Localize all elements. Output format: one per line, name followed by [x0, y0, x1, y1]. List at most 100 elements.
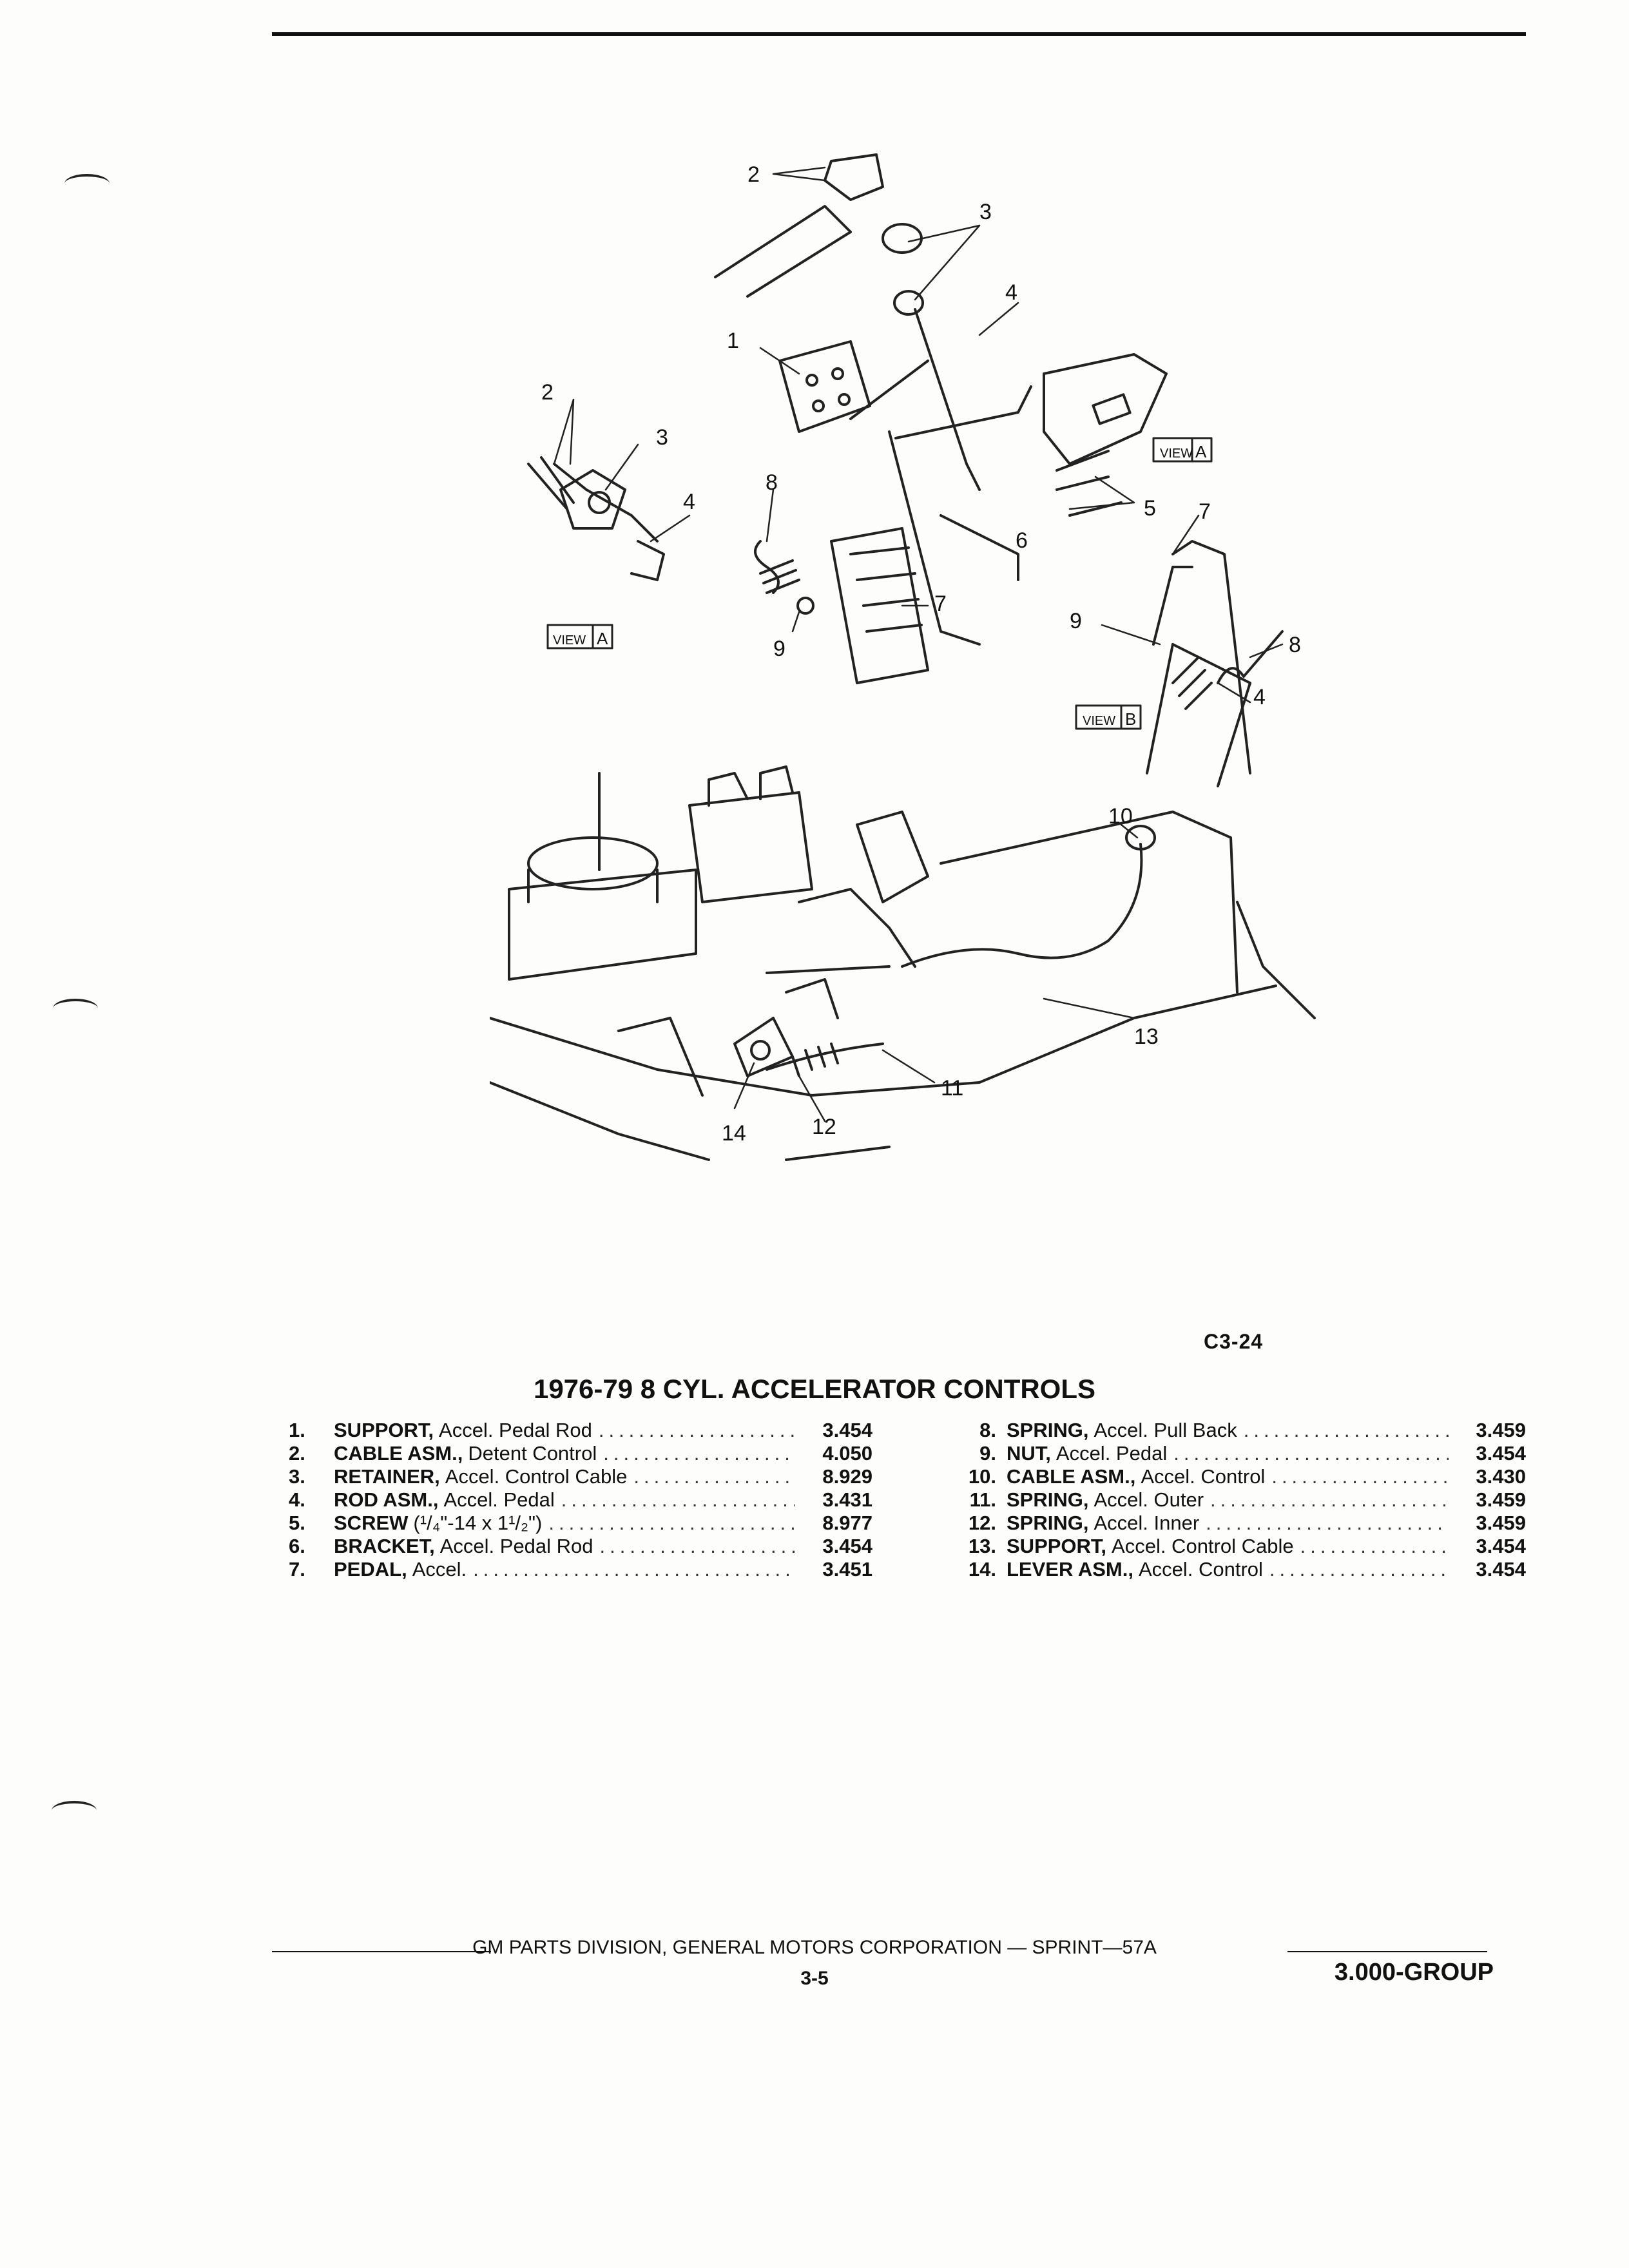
part-row: 9.NUT,Accel. Pedal3.454 — [946, 1442, 1526, 1465]
callout-1: 1 — [727, 329, 739, 353]
group-code: 3.454 — [822, 1419, 872, 1441]
part-name: SPRING, — [1007, 1488, 1089, 1511]
part-number: 2. — [289, 1442, 305, 1465]
leader-dots — [1244, 1419, 1449, 1442]
group-code: 3.431 — [822, 1488, 872, 1511]
callout-4: 4 — [1005, 280, 1017, 305]
view-letter-a: A — [597, 629, 608, 648]
part-row: 1.SUPPORT,Accel. Pedal Rod3.454 — [289, 1419, 872, 1442]
footer-rule-left — [272, 1951, 491, 1952]
callout-3: 3 — [979, 200, 992, 224]
leader-dots — [561, 1488, 795, 1512]
top-rule — [272, 32, 1526, 36]
group-code: 3.459 — [1476, 1512, 1526, 1534]
part-description: Accel. Pedal — [1055, 1442, 1168, 1465]
pedal-rod-assembly — [714, 153, 1032, 646]
callout-8: 8 — [1289, 633, 1301, 657]
part-name: LEVER ASM., — [1007, 1558, 1133, 1581]
parts-list-right: 8.SPRING,Accel. Pull Back3.459 9.NUT,Acc… — [946, 1419, 1526, 1581]
callout-10: 10 — [1108, 804, 1133, 829]
leader-dots — [600, 1535, 795, 1558]
part-row: 6. BRACKET,Accel. Pedal Rod 3.454 — [289, 1535, 872, 1558]
leader-dots — [633, 1465, 795, 1488]
binder-hole-mark — [53, 999, 98, 1018]
group-code: 8.977 — [822, 1512, 872, 1534]
callout-3: 3 — [656, 425, 668, 450]
leader-dots — [1300, 1535, 1449, 1558]
callout-4: 4 — [1253, 685, 1266, 709]
part-description: Accel. Inner — [1094, 1512, 1200, 1534]
callout-7: 7 — [1199, 499, 1211, 524]
part-description: Accel. Control — [1138, 1558, 1263, 1581]
group-code: 3.454 — [1476, 1535, 1526, 1557]
group-label: 3.000-GROUP — [1334, 1959, 1494, 1986]
part-number: 1. — [289, 1419, 305, 1441]
binder-hole-mark — [52, 1801, 97, 1820]
part-description: Accel. Pedal Rod — [439, 1535, 593, 1557]
part-number: 12. — [968, 1512, 996, 1534]
part-number: 11. — [969, 1488, 996, 1511]
view-text: VIEW — [1160, 447, 1193, 461]
part-number: 6. — [289, 1535, 305, 1557]
part-name: CABLE ASM., — [1007, 1465, 1136, 1488]
view-letter-b: B — [1125, 709, 1136, 729]
leader-dots — [473, 1558, 795, 1581]
part-description: Accel. Control Cable — [1112, 1535, 1294, 1557]
group-code: 3.454 — [822, 1535, 872, 1557]
part-name: SUPPORT, — [1007, 1535, 1107, 1557]
part-row: 3.RETAINER,Accel. Control Cable8.929 — [289, 1465, 872, 1488]
part-row: 2.CABLE ASM.,Detent Control4.050 — [289, 1442, 872, 1465]
part-row: 8.SPRING,Accel. Pull Back3.459 — [946, 1419, 1526, 1442]
part-number: 9. — [979, 1442, 996, 1465]
part-name: SCREW — [334, 1512, 409, 1534]
callout-12: 12 — [812, 1115, 836, 1139]
part-description: Detent Control — [468, 1442, 597, 1465]
part-row: 11.SPRING,Accel. Outer3.459 — [946, 1488, 1526, 1512]
leader-dots — [1271, 1465, 1449, 1488]
view-a-left-detail — [527, 456, 665, 581]
view-label-a-left — [546, 624, 613, 649]
part-number: 10. — [968, 1465, 996, 1488]
engine-carburetor-assembly — [488, 765, 1316, 1161]
part-row: 13.SUPPORT,Accel. Control Cable3.454 — [946, 1535, 1526, 1558]
group-code: 3.451 — [822, 1558, 872, 1581]
callout-11: 11 — [941, 1076, 963, 1100]
group-code: 4.050 — [822, 1442, 872, 1465]
part-row: 14. LEVER ASM.,Accel. Control 3.454 — [946, 1558, 1526, 1581]
part-name: SPRING, — [1007, 1419, 1089, 1441]
pedal-rod-bracket — [1043, 353, 1168, 517]
part-name: PEDAL, — [334, 1558, 407, 1581]
parts-list-left: 1.SUPPORT,Accel. Pedal Rod3.454 2.CABLE … — [289, 1419, 872, 1581]
leader-dots — [603, 1442, 795, 1465]
group-code: 8.929 — [822, 1465, 872, 1488]
binder-hole-mark — [64, 174, 110, 193]
callout-13: 13 — [1134, 1024, 1159, 1049]
page-number: 3-5 — [800, 1968, 829, 1989]
group-code: 3.454 — [1476, 1442, 1526, 1465]
part-number: 8. — [979, 1419, 996, 1441]
callout-14: 14 — [722, 1121, 746, 1146]
figure-code: C3-24 — [1204, 1330, 1264, 1353]
view-text: VIEW — [1083, 714, 1115, 728]
part-description: Accel. Pedal Rod — [439, 1419, 592, 1441]
part-row: 5.SCREW(¹/₄"-14 x 1¹/₂")8.977 — [289, 1512, 872, 1535]
pedal-rod-support — [778, 340, 871, 433]
footer-rule-right — [1287, 1951, 1487, 1952]
leader-dots — [599, 1419, 795, 1442]
accel-springs-and-lever — [733, 978, 884, 1077]
callout-5: 5 — [1144, 496, 1156, 521]
part-number: 3. — [289, 1465, 305, 1488]
part-description: Accel. Control — [1141, 1465, 1266, 1488]
exploded-parts-diagram: 2 3 4 1 2 3 4 8 7 9 5 6 7 9 8 4 10 13 11… — [488, 129, 1431, 1211]
part-description: Accel. Outer — [1094, 1488, 1204, 1511]
accel-pedal — [754, 527, 929, 684]
part-name: BRACKET, — [334, 1535, 435, 1557]
callout-7: 7 — [934, 591, 947, 616]
part-number: 14. — [968, 1558, 996, 1581]
part-name: RETAINER, — [334, 1465, 440, 1488]
group-code: 3.454 — [1476, 1558, 1526, 1581]
leader-dots — [548, 1512, 795, 1535]
callout-leader-lines — [553, 166, 1284, 1122]
part-number: 5. — [289, 1512, 305, 1534]
view-letter-a: A — [1195, 442, 1207, 461]
